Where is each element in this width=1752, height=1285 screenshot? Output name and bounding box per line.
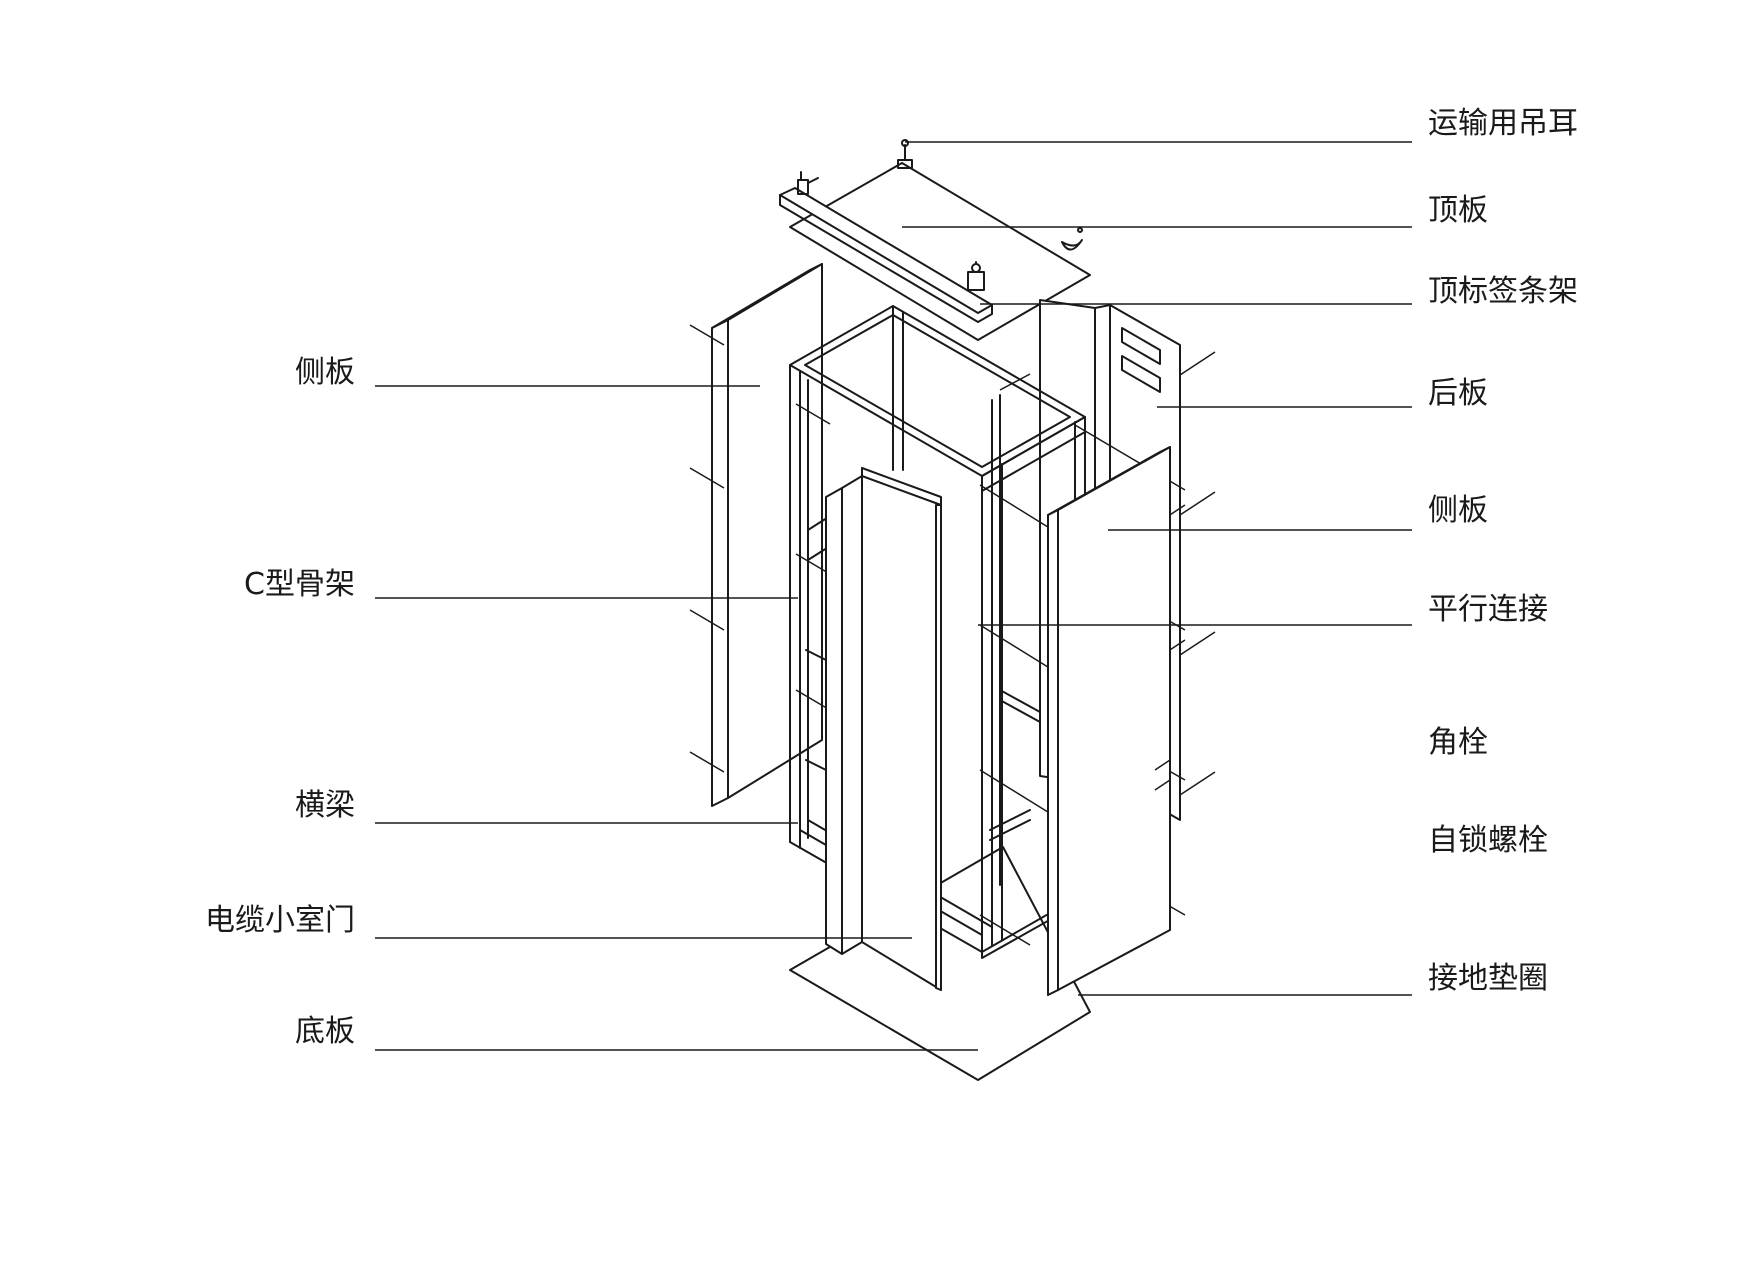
label-bottom-plate: 底板 xyxy=(295,1014,355,1049)
label-side-plate-left: 侧板 xyxy=(295,355,355,390)
left-side-plate xyxy=(689,263,823,807)
leader-lines-left xyxy=(375,385,978,1051)
cable-compartment-door xyxy=(825,467,942,991)
leader-lines-right xyxy=(902,141,1412,996)
label-parallel-connection: 平行连接 xyxy=(1428,592,1548,627)
lifting-lug xyxy=(967,261,985,291)
top-label-strip-rack xyxy=(779,187,993,323)
label-crossbeam: 横梁 xyxy=(295,788,355,823)
label-top-label-strip-rack: 顶标签条架 xyxy=(1428,274,1578,309)
label-c-type-frame: C型骨架 xyxy=(244,567,355,602)
label-self-locking-bolt: 自锁螺栓 xyxy=(1428,823,1548,858)
top-plate xyxy=(789,162,1091,341)
lifting-lug xyxy=(797,171,819,195)
lifting-lug xyxy=(1061,227,1083,251)
label-back-plate: 后板 xyxy=(1428,376,1488,411)
right-side-plate xyxy=(1047,446,1171,996)
label-transport-lifting-lug: 运输用吊耳 xyxy=(1428,106,1578,141)
label-cable-compartment-door: 电缆小室门 xyxy=(205,903,355,938)
label-top-plate: 顶板 xyxy=(1428,193,1488,228)
label-grounding-washer: 接地垫圈 xyxy=(1428,961,1548,996)
lifting-lug xyxy=(897,139,913,169)
label-corner-bolt: 角栓 xyxy=(1428,725,1488,760)
label-side-plate-right: 侧板 xyxy=(1428,493,1488,528)
